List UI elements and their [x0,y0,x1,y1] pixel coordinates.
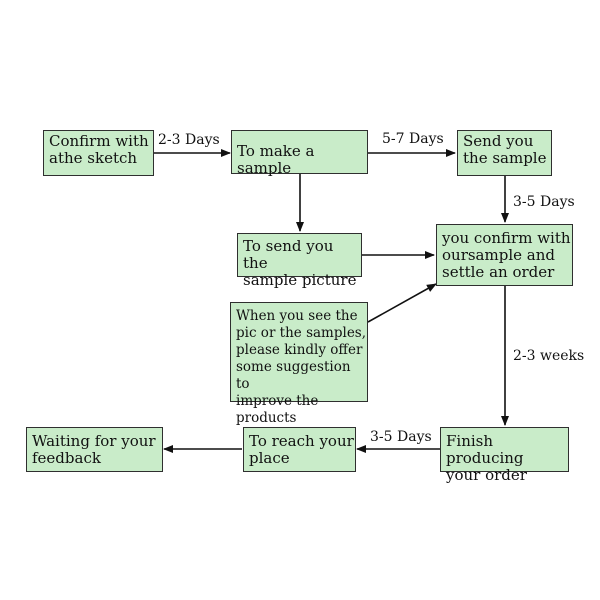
node-confirm-sketch: Confirm with athe sketch [43,130,154,176]
node-finish-order: Finish producing your order [440,427,569,484]
node-waiting-feedback: Waiting for your feedback [26,427,163,472]
node-suggestion: When you see the pic or the samples, ple… [230,302,368,426]
node-send-sample: Send you the sample [457,130,552,176]
node-reach-place: To reach your place [243,427,356,472]
label-confirm-to-finish: 2-3 weeks [513,348,585,364]
label-sample-to-send: 5-7 Days [382,131,444,147]
label-send-to-confirm: 3-5 Days [513,194,575,210]
label-finish-to-reach: 3-5 Days [370,429,432,445]
node-make-sample: To make a sample [231,130,368,177]
node-send-picture: To send you the sample picture [237,233,362,289]
arrow-suggestion-to-confirm [367,283,437,323]
node-confirm-order: you confirm with oursample and settle an… [436,224,573,286]
label-sketch-to-sample: 2-3 Days [158,132,220,148]
